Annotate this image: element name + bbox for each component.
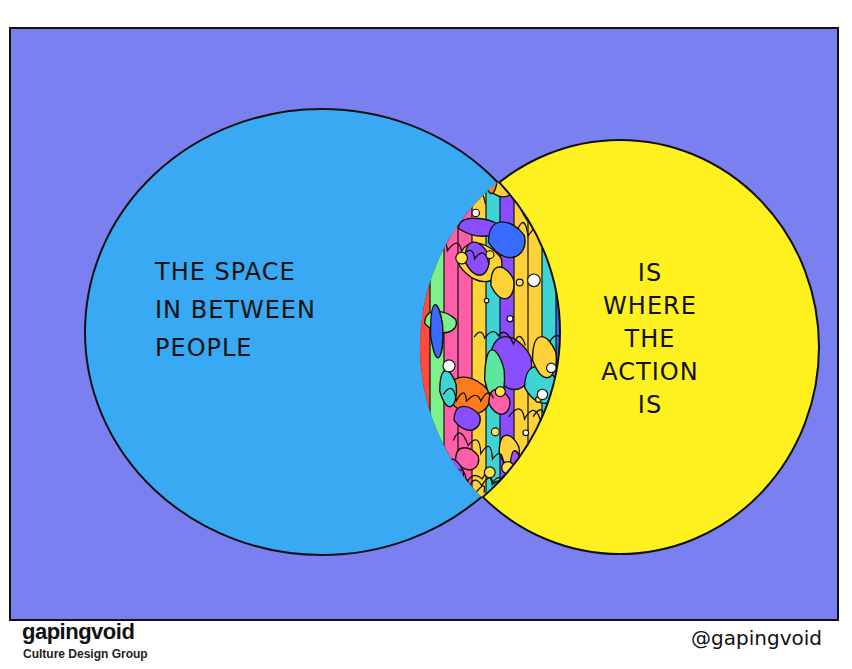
doodle-blob xyxy=(524,449,565,502)
doodle-stripe xyxy=(556,139,571,555)
doodle-blob xyxy=(449,152,469,171)
doodle-dot xyxy=(443,360,455,372)
doodle-dot xyxy=(484,467,495,478)
blue-circle-fill xyxy=(85,109,559,555)
doodle-dot xyxy=(472,209,479,216)
doodle-stripe xyxy=(430,139,445,555)
brand-tagline: Culture Design Group xyxy=(23,647,148,661)
yellow-circle-shape xyxy=(420,139,820,555)
doodle-dot xyxy=(523,430,529,436)
doodle-dot xyxy=(491,428,499,436)
brand-tagline-slot: Culture Design Group xyxy=(23,647,148,661)
doodle-squiggle xyxy=(435,475,485,498)
handle-signature-slot: @gapingvoid xyxy=(691,626,822,650)
doodle-blob xyxy=(491,267,514,299)
outline-clip xyxy=(84,108,560,556)
doodle-dot xyxy=(452,474,459,481)
handle-signature: @gapingvoid xyxy=(691,626,822,650)
doodle-squiggle xyxy=(443,388,493,401)
doodle-blob xyxy=(501,158,536,193)
doodle-stripe xyxy=(444,139,459,555)
yellow-circle: IS WHERE THE ACTION IS xyxy=(420,139,820,555)
doodle-stripe xyxy=(416,139,431,555)
doodle-blob xyxy=(488,222,525,258)
doodle-dot xyxy=(456,252,468,264)
doodle-squiggle xyxy=(433,241,489,264)
doodle-blob xyxy=(465,242,489,275)
doodle-stripe xyxy=(458,139,473,555)
doodle-squiggle xyxy=(453,433,503,464)
brand-logo-slot: gapingvoid xyxy=(22,619,134,645)
doodle-blob xyxy=(533,158,554,197)
doodle-dot xyxy=(528,274,541,287)
doodle-dot xyxy=(444,174,450,180)
doodle-blob xyxy=(510,451,523,503)
doodle-squiggle xyxy=(552,226,607,239)
doodle-dot xyxy=(527,455,536,464)
doodle-blob xyxy=(524,188,563,207)
doodle-blob xyxy=(482,140,498,193)
doodle-dot xyxy=(520,503,532,515)
circle-text: THE SPACE IN BETWEEN PEOPLE xyxy=(155,253,330,367)
doodle-dot xyxy=(446,208,452,214)
blue-outline xyxy=(84,108,560,556)
circle-text: IS WHERE THE ACTION IS xyxy=(595,257,705,422)
doodle-dot xyxy=(537,389,547,399)
doodle-blob xyxy=(431,305,443,358)
doodle-blob xyxy=(533,337,557,378)
doodle-blob xyxy=(504,472,529,517)
doodle-squiggle xyxy=(457,478,507,489)
doodle-dot xyxy=(486,251,494,259)
doodle-dot xyxy=(495,387,505,397)
doodle-squiggle xyxy=(528,442,577,466)
doodle-blob xyxy=(420,173,465,198)
doodle-squiggle xyxy=(434,178,486,204)
doodle-blob xyxy=(519,173,548,226)
doodle-blob xyxy=(444,459,464,490)
intersection-clip xyxy=(416,139,607,555)
doodle-dot xyxy=(547,363,557,373)
doodle-dot xyxy=(516,279,523,286)
doodle-blob xyxy=(481,152,518,196)
doodle-blob xyxy=(454,406,480,430)
purple-panel xyxy=(10,28,838,620)
doodle-blob xyxy=(541,484,578,517)
doodle-blob xyxy=(529,153,571,176)
doodle-squiggle xyxy=(518,223,567,246)
doodle-dot xyxy=(507,316,513,322)
doodle-squiggle xyxy=(550,335,598,348)
doodle-blob xyxy=(542,487,575,538)
yellow-circle-fill xyxy=(421,140,819,554)
doodle-squiggle xyxy=(474,332,525,346)
doodle-dot xyxy=(484,298,489,303)
doodle-dot xyxy=(525,167,538,180)
doodle-blob xyxy=(514,486,542,509)
intersection-doodles xyxy=(416,139,607,555)
brand-logo: gapingvoid xyxy=(22,619,134,645)
